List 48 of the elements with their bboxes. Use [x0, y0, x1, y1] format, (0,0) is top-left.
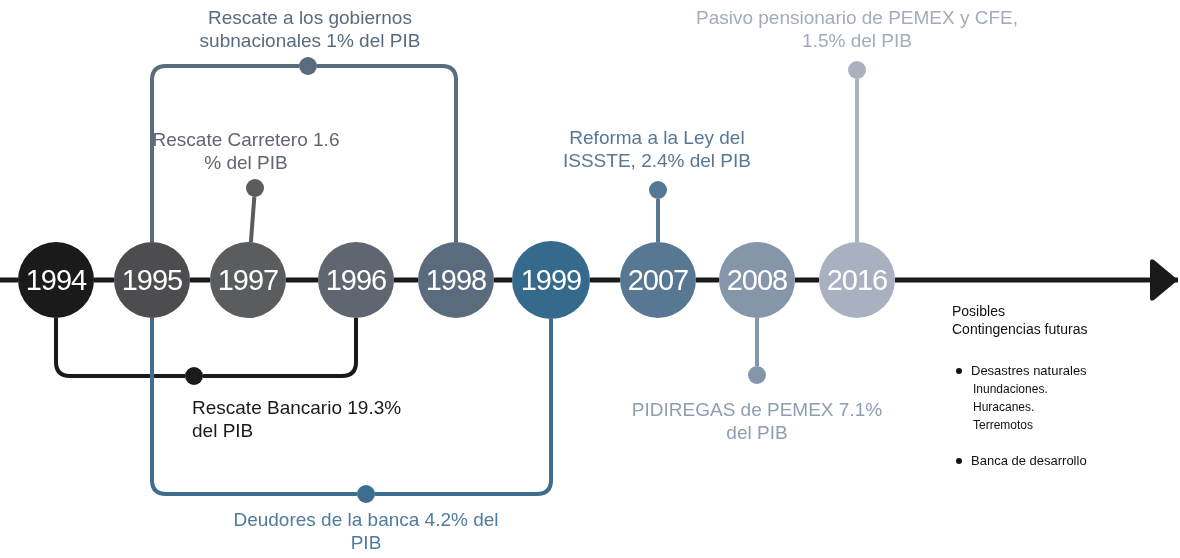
year-circle: 1994 [18, 242, 94, 318]
event-label: Deudores de la banca 4.2% del PIB [232, 508, 500, 554]
year-circle: 1998 [418, 242, 494, 318]
connector-line [375, 319, 553, 496]
year-circle: 1997 [210, 242, 286, 318]
connector-line [855, 79, 859, 242]
connector-line [150, 64, 299, 242]
connector-line [494, 277, 512, 283]
dot-marker [246, 179, 264, 197]
connector-line [203, 318, 358, 378]
list-subitem: Huracanes. [973, 399, 1035, 415]
connector-line [248, 196, 257, 243]
year-circle: 1999 [512, 241, 590, 319]
year-circle: 2008 [719, 242, 795, 318]
dot-marker [299, 57, 317, 75]
connector-line [0, 277, 18, 283]
dot-marker [185, 367, 203, 385]
connector-line [590, 277, 620, 283]
heading-text: Posibles Contingencias futuras [952, 302, 1089, 338]
year-circle: 1995 [114, 242, 190, 318]
year-circle: 1996 [318, 242, 394, 318]
event-label: Rescate a los gobiernos subnacionales 1% del PIB [198, 6, 422, 52]
connector-line [190, 277, 210, 283]
event-label: Rescate Carretero 1.6 % del PIB [151, 128, 341, 174]
dot-marker [848, 61, 866, 79]
event-label: PIDIREGAS de PEMEX 7.1% del PIB [630, 398, 884, 444]
connector-line [394, 277, 418, 283]
year-circle: 2016 [819, 242, 895, 318]
connector-line [286, 277, 318, 283]
dot-marker [357, 485, 375, 503]
list-item: Desastres naturales [971, 362, 1087, 379]
list-item: Banca de desarrollo [971, 452, 1087, 469]
list-subitem: Terremotos [973, 417, 1034, 433]
year-circle: 2007 [620, 242, 696, 318]
connector-line [150, 318, 357, 496]
connector-line [94, 277, 114, 283]
connector-line [656, 199, 660, 242]
connector-line [755, 318, 759, 366]
event-label: Reforma a la Ley del ISSSTE, 2.4% del PIB [562, 126, 752, 172]
list-subitem: Inundaciones. [973, 381, 1048, 397]
connector-line [317, 64, 458, 242]
event-label: Pasivo pensionario de PEMEX y CFE, 1.5% del PIB [694, 6, 1020, 52]
connector-line [795, 277, 819, 283]
dot-marker [649, 181, 667, 199]
connector-line [696, 277, 719, 283]
event-label: Rescate Bancario 19.3% del PIB [192, 396, 403, 442]
connector-line [54, 318, 185, 378]
dot-marker [748, 366, 766, 384]
